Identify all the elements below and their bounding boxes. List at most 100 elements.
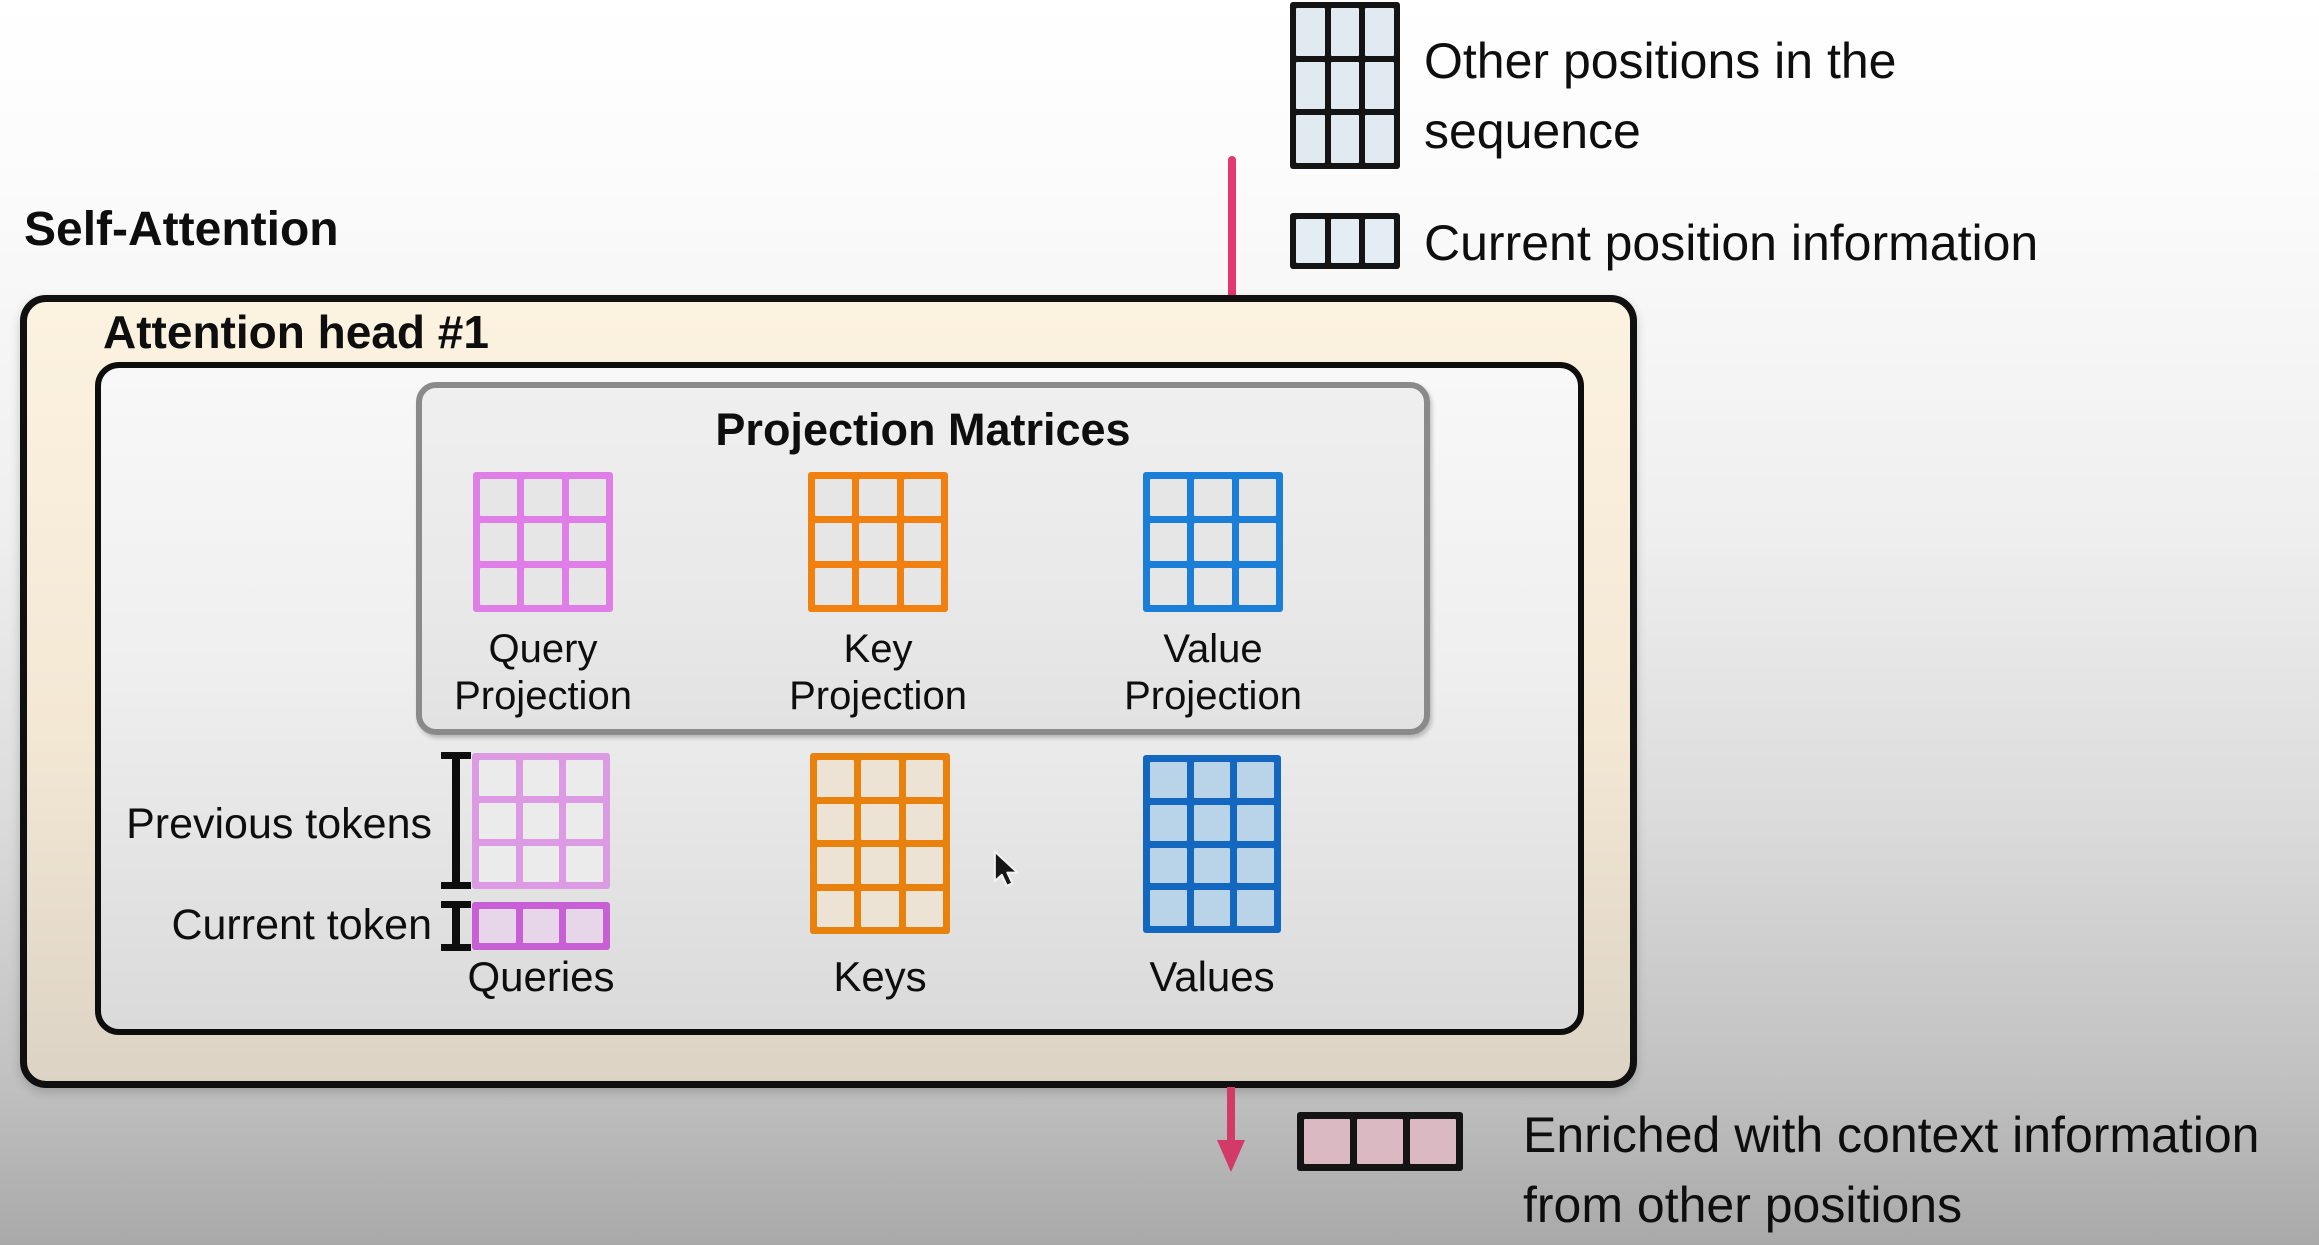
- queries-current-token-matrix: [472, 902, 610, 950]
- enriched-output-label-line2: from other positions: [1523, 1177, 1963, 1233]
- matrix-cell: [1238, 523, 1276, 561]
- query-projection-matrix: [473, 472, 613, 612]
- matrix-cell: [1365, 61, 1394, 110]
- matrix-cell: [524, 523, 562, 561]
- matrix-cell: [522, 760, 560, 796]
- bracket-stem: [452, 904, 460, 948]
- matrix-cell: [522, 846, 560, 882]
- matrix-cell: [815, 479, 853, 517]
- current-token-label: Current token: [171, 901, 432, 949]
- matrix-cell: [1194, 567, 1232, 605]
- matrix-cell: [479, 909, 516, 943]
- matrix-cell: [1238, 567, 1276, 605]
- matrix-cell: [861, 760, 899, 797]
- matrix-cell: [1193, 847, 1231, 884]
- matrix-cell: [1193, 804, 1231, 841]
- matrix-cell: [859, 523, 897, 561]
- matrix-cell: [1150, 804, 1187, 841]
- matrix-cell: [815, 567, 853, 605]
- matrix-cell: [815, 523, 853, 561]
- bracket-cap: [441, 882, 471, 889]
- matrix-cell: [1150, 847, 1187, 884]
- matrix-cell: [1296, 8, 1325, 56]
- value-projection-label-line2: Projection: [1124, 674, 1302, 718]
- other-positions-label: Other positions in the sequence: [1424, 26, 1897, 166]
- mouse-pointer-icon: [993, 850, 1019, 887]
- value-projection-label-line1: Value: [1163, 627, 1263, 671]
- matrix-cell: [1150, 523, 1188, 561]
- query-projection-label: Query Projection: [454, 626, 632, 720]
- matrix-cell: [1330, 115, 1360, 163]
- keys-label: Keys: [833, 953, 927, 1000]
- matrix-cell: [903, 523, 941, 561]
- current-position-label: Current position information: [1424, 215, 2039, 271]
- matrix-cell: [1194, 523, 1232, 561]
- bracket-cap: [441, 944, 471, 951]
- matrix-cell: [1193, 890, 1231, 926]
- matrix-cell: [817, 760, 855, 797]
- key-projection-label-line1: Key: [843, 627, 913, 671]
- matrix-cell: [1365, 8, 1394, 56]
- matrix-cell: [1330, 61, 1360, 110]
- matrix-cell: [1150, 479, 1188, 517]
- matrix-cell: [1296, 61, 1325, 110]
- matrix-cell: [1296, 219, 1325, 263]
- matrix-cell: [566, 760, 603, 796]
- values-label: Values: [1149, 953, 1275, 1000]
- matrix-cell: [480, 479, 518, 517]
- attention-head-title: Attention head #1: [103, 306, 489, 358]
- matrix-cell: [524, 567, 562, 605]
- matrix-cell: [1296, 115, 1325, 163]
- other-positions-label-line2: sequence: [1424, 103, 1641, 159]
- matrix-cell: [1193, 762, 1231, 798]
- matrix-cell: [859, 479, 897, 517]
- bracket-stem: [452, 755, 460, 886]
- output-arrow-shaft: [1227, 1087, 1235, 1143]
- matrix-cell: [905, 890, 943, 927]
- previous-tokens-label: Previous tokens: [126, 800, 432, 848]
- input-flow-line: [1228, 156, 1236, 298]
- current-position-matrix: [1290, 213, 1400, 269]
- matrix-cell: [1237, 762, 1274, 798]
- enriched-output-label: Enriched with context information from o…: [1523, 1100, 2259, 1240]
- previous-tokens-bracket: [441, 752, 471, 889]
- projection-matrices-title: Projection Matrices: [715, 404, 1131, 455]
- matrix-cell: [1357, 1119, 1403, 1164]
- matrix-cell: [1238, 479, 1276, 517]
- key-projection-group: Key Projection: [758, 472, 998, 720]
- matrix-cell: [859, 567, 897, 605]
- matrix-cell: [1304, 1119, 1350, 1164]
- matrix-cell: [1150, 890, 1187, 926]
- matrix-cell: [568, 479, 606, 517]
- matrix-cell: [1330, 219, 1360, 263]
- matrix-cell: [1365, 115, 1394, 163]
- matrix-cell: [1237, 804, 1274, 841]
- matrix-cell: [479, 846, 516, 882]
- key-projection-label: Key Projection: [789, 626, 967, 720]
- key-projection-matrix: [808, 472, 948, 612]
- value-projection-matrix: [1143, 472, 1283, 612]
- matrix-cell: [817, 890, 855, 927]
- matrix-cell: [479, 760, 516, 796]
- matrix-cell: [480, 523, 518, 561]
- queries-label: Queries: [467, 953, 615, 1000]
- matrix-cell: [479, 803, 516, 839]
- matrix-cell: [480, 567, 518, 605]
- matrix-cell: [1410, 1119, 1456, 1164]
- matrix-cell: [566, 803, 603, 839]
- projection-matrices-panel: Projection Matrices Query Projection Key…: [416, 382, 1430, 735]
- matrix-cell: [1150, 567, 1188, 605]
- matrix-cell: [861, 890, 899, 927]
- matrix-cell: [817, 847, 855, 884]
- value-projection-group: Value Projection: [1093, 472, 1333, 720]
- matrix-cell: [1194, 479, 1232, 517]
- other-positions-label-line1: Other positions in the: [1424, 33, 1897, 89]
- matrix-cell: [861, 847, 899, 884]
- attention-head-inner-panel: Projection Matrices Query Projection Key…: [95, 362, 1584, 1035]
- matrix-cell: [566, 846, 603, 882]
- other-positions-matrix: [1290, 2, 1400, 169]
- matrix-cell: [861, 803, 899, 840]
- matrix-cell: [905, 760, 943, 797]
- query-projection-label-line2: Projection: [454, 674, 632, 718]
